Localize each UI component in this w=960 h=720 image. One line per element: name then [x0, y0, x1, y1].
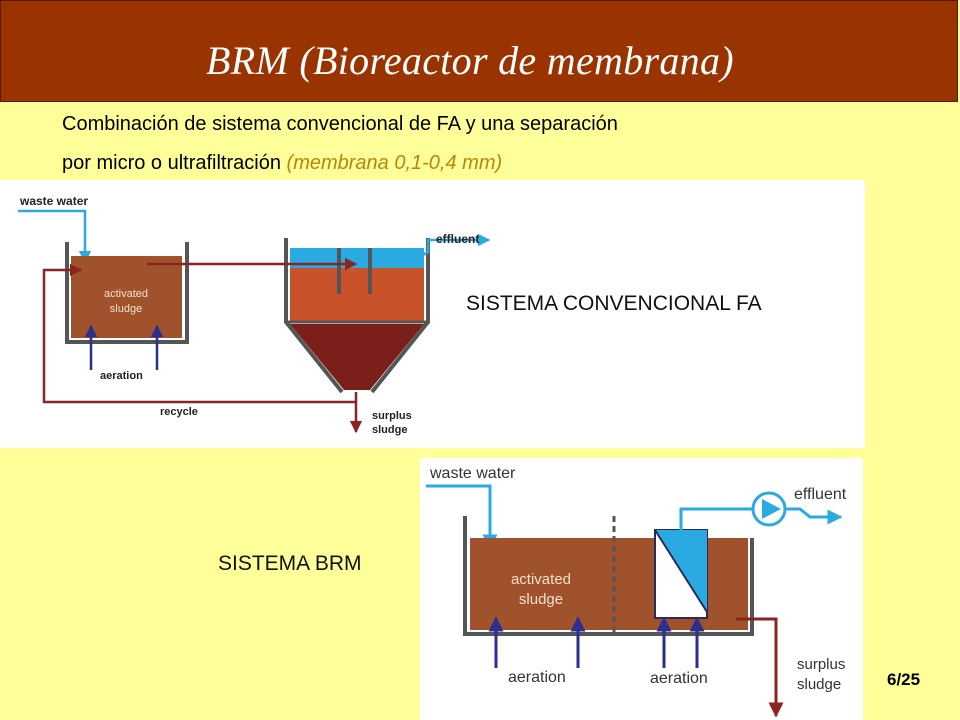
brm-waste-water-arrow: [426, 484, 498, 550]
brm-tank-label-2: sludge: [519, 591, 563, 608]
conv-aeration-label: aeration: [100, 370, 143, 382]
conv-surplus-label-2: sludge: [372, 424, 407, 436]
brm-effluent-arrow: [785, 507, 843, 525]
conv-waste-water-arrow: [18, 209, 92, 264]
brm-permeate-line: [679, 507, 752, 530]
conv-aeration-tank-wall: [65, 242, 189, 344]
clarifier-sludge-blanket: [290, 268, 424, 322]
intro-line-2: por micro o ultrafiltración (membrana 0,…: [62, 152, 502, 175]
membrane-size-note: (membrana 0,1-0,4 mm): [286, 152, 503, 174]
conv-tank-label-2: sludge: [110, 303, 142, 315]
brm-system-label: SISTEMA BRM: [218, 552, 362, 575]
page-number: 6/25: [887, 670, 921, 689]
clarifier-settled-sludge: [290, 324, 424, 390]
conv-surplus-label-1: surplus: [372, 410, 412, 422]
membrane-diagonal: [654, 529, 708, 613]
conventional-system-label: SISTEMA CONVENCIONAL FA: [466, 292, 762, 315]
conv-recycle-label: recycle: [160, 406, 198, 418]
conv-recycle-line: [42, 263, 358, 404]
brm-aeration-label-2: aeration: [650, 670, 708, 687]
brm-tank-wall: [463, 516, 754, 636]
brm-aeration-label-1: aeration: [508, 669, 566, 686]
brm-effluent-label: effluent: [794, 486, 847, 503]
brm-tank-label-1: activated: [511, 571, 571, 588]
brm-surplus-arrow: [736, 617, 784, 718]
conv-waste-water-label: waste water: [19, 194, 88, 208]
intro-line-1: Combinación de sistema convencional de F…: [62, 113, 618, 135]
brm-waste-water-label: waste water: [429, 465, 516, 482]
title-bar: BRM (Bioreactor de membrana): [0, 0, 958, 102]
brm-system: waste water activated sludge effluent ae…: [426, 465, 847, 718]
conventional-system: waste water activated sludge aeration ef…: [18, 194, 491, 436]
intro-line-2-main: por micro o ultrafiltración: [62, 152, 287, 174]
slide-title: BRM (Bioreactor de membrana): [206, 38, 734, 83]
conv-effluent-arrow: [417, 233, 491, 260]
conv-aeration-tank-sludge: [71, 256, 182, 338]
brm-surplus-label-1: surplus: [797, 656, 845, 673]
conv-effluent-label: effluent: [436, 232, 479, 246]
brm-pump-arrow: [762, 499, 781, 519]
conv-tank-label-1: activated: [104, 288, 148, 300]
brm-surplus-label-2: sludge: [797, 676, 841, 693]
